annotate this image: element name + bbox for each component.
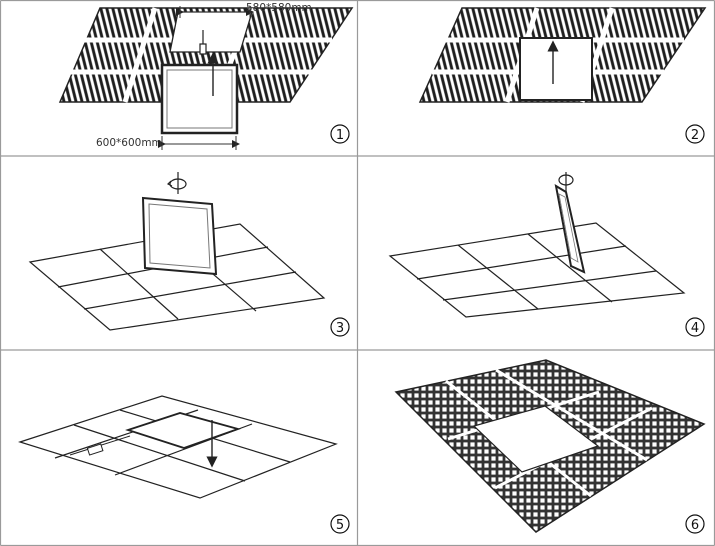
ceiling-grid-outline (388, 222, 686, 318)
panel-dimension-marker (158, 136, 240, 150)
step-number-badge: 5 (330, 514, 350, 534)
step-number: 6 (691, 518, 699, 533)
led-panel-inserted (519, 37, 593, 101)
panel-step-1: 580*580mm 600*600mm 1 (58, 2, 354, 150)
step-number: 1 (336, 128, 344, 143)
led-panel-vertical (554, 183, 586, 274)
panel-step-4: 4 (388, 172, 705, 337)
led-panel-being-lifted (160, 63, 239, 135)
power-cord-driver (69, 435, 131, 456)
panel-step-3: 3 (28, 172, 350, 337)
step-number: 4 (691, 321, 699, 336)
rotate-icon (558, 172, 574, 192)
step-number: 5 (336, 518, 344, 533)
panel-step-6: 6 (394, 359, 706, 534)
panel-step-5: 5 (18, 395, 350, 534)
step-number-badge: 1 (330, 124, 350, 144)
opening-dimension-label: 580*580mm (246, 2, 312, 14)
step-number: 2 (691, 128, 699, 143)
rotate-icon (166, 172, 187, 194)
step-number-badge: 4 (685, 317, 705, 337)
panel-dimension-label: 600*600mm (96, 137, 162, 149)
step-number-badge: 2 (685, 124, 705, 144)
installed-led-panel (472, 405, 600, 473)
step-number-badge: 6 (685, 514, 705, 534)
led-panel-lowered (125, 412, 242, 449)
hanging-wire (199, 30, 207, 62)
step-number-badge: 3 (330, 317, 350, 337)
step-number: 3 (336, 321, 344, 336)
opening-dimension-marker (176, 6, 254, 18)
led-panel-tilted (141, 196, 218, 276)
panel-step-2: 2 (418, 7, 707, 144)
